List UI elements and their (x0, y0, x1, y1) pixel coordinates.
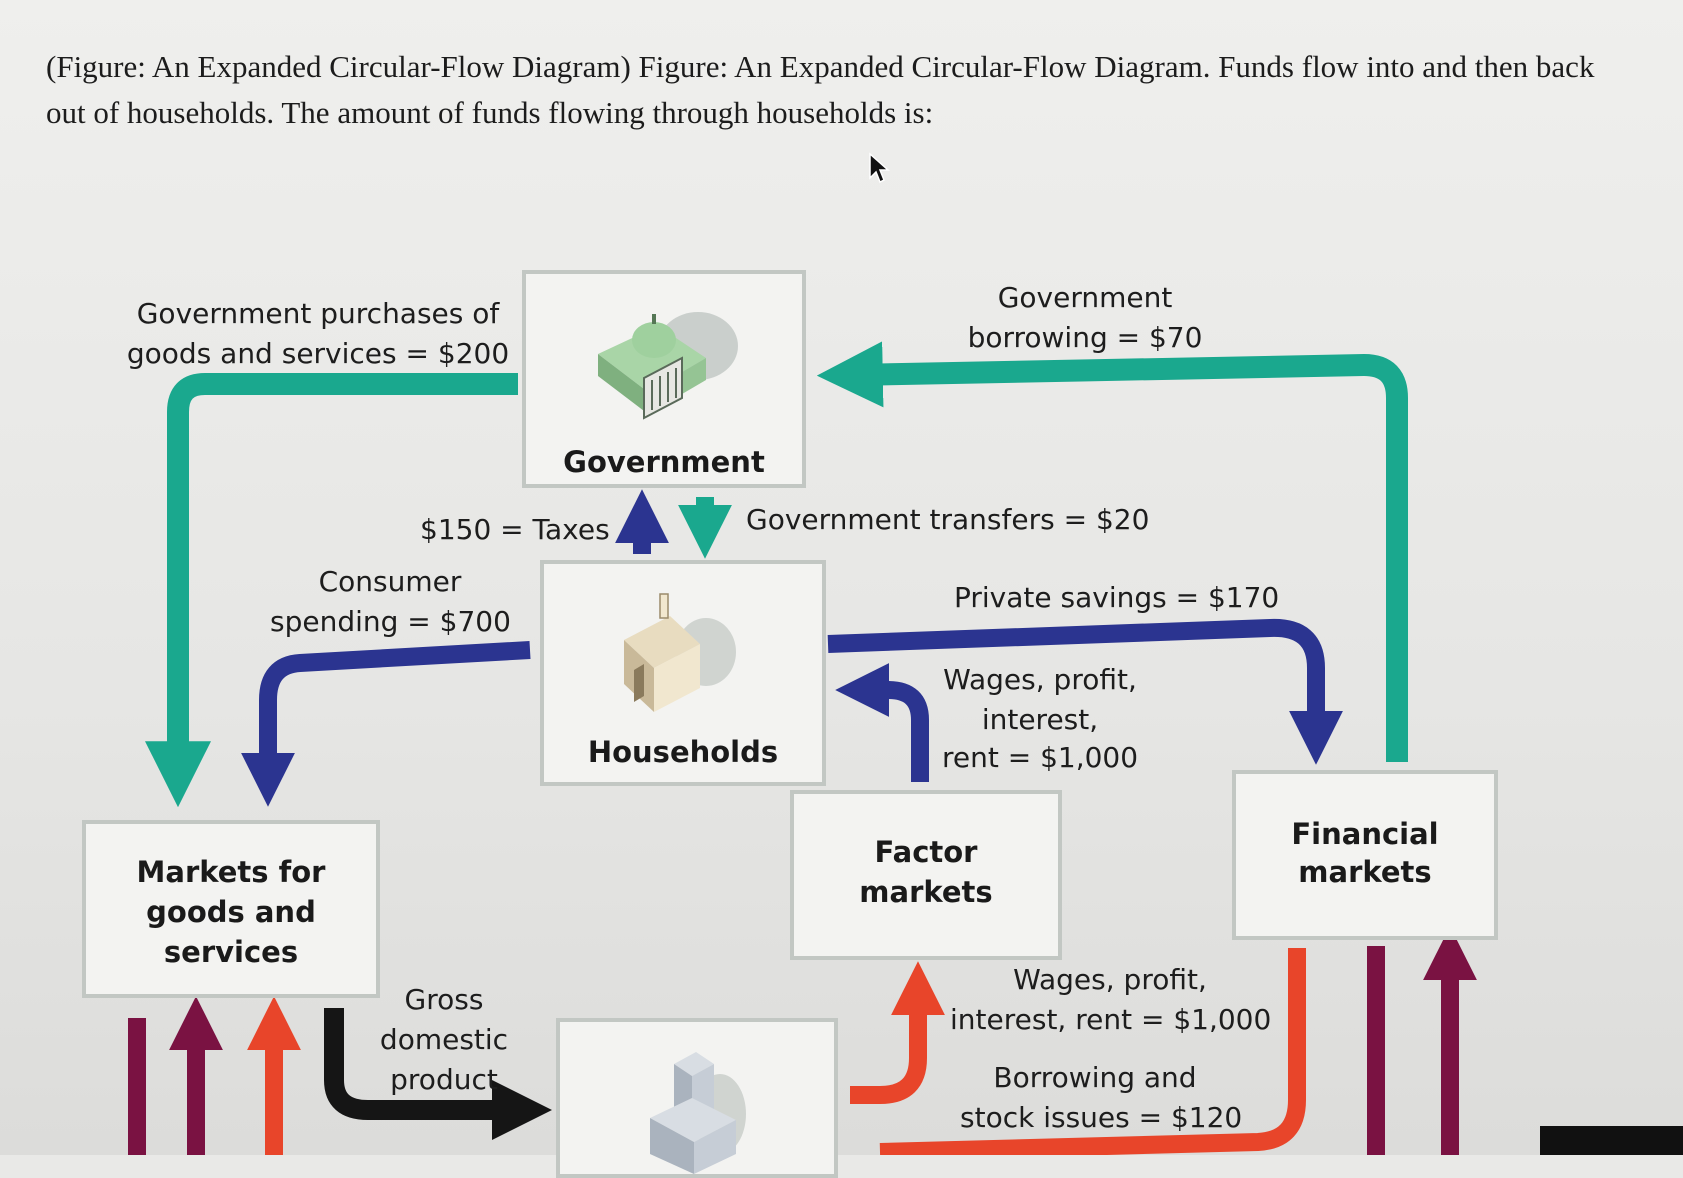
wages-top-arrow (835, 663, 929, 782)
consumer-spending-label-line2: spending = $700 (270, 605, 511, 638)
gov-purchases-arrow (145, 373, 518, 808)
government-building-icon (598, 312, 738, 420)
gov-borrowing-label-line1: Government (997, 281, 1173, 314)
consumer-spending-arrow (241, 641, 531, 807)
markets-goods-box: Markets for goods and services (82, 820, 380, 998)
financial-markets-box: Financial markets (1232, 770, 1498, 940)
markets-goods-label-line2: goods and (146, 895, 316, 929)
taxes-label: $150 = Taxes (420, 513, 610, 546)
wages-bottom-arrow (850, 961, 945, 1104)
factor-markets-label-line1: Factor (874, 835, 978, 869)
gov-borrowing-arrow (816, 341, 1408, 762)
private-savings-arrow (827, 618, 1343, 765)
wages-top-label-line3: rent = $1,000 (941, 741, 1139, 774)
households-box: Households (540, 560, 826, 786)
firms-box (556, 1018, 838, 1178)
wages-top-label-line2: interest, (981, 703, 1099, 736)
screen-edge (1540, 1126, 1683, 1155)
factor-markets-box: Factor markets (790, 790, 1062, 960)
gdp-label-line3: product (390, 1063, 498, 1096)
wages-bottom-label-line2: interest, rent = $1,000 (950, 1003, 1272, 1036)
borrowing-stock-label-line2: stock issues = $120 (960, 1101, 1243, 1134)
financial-markets-label-line2: markets (1298, 855, 1432, 889)
mouse-cursor-icon (869, 152, 890, 184)
wages-top-label-line1: Wages, profit, (943, 663, 1137, 696)
households-label: Households (587, 735, 779, 769)
transfers-label: Government transfers = $20 (746, 503, 1150, 536)
borrowing-stock-arrow (879, 948, 1306, 1155)
private-savings-label: Private savings = $170 (954, 581, 1280, 614)
financial-markets-label-line1: Financial (1291, 817, 1439, 851)
government-box: Government (522, 270, 806, 488)
gov-purchases-label-line1: Government purchases of (136, 297, 500, 330)
question-text: (Figure: An Expanded Circular-Flow Diagr… (46, 49, 1595, 130)
markets-goods-label-line3: services (163, 935, 299, 969)
markets-goods-label-line1: Markets for (136, 855, 326, 889)
wages-bottom-label-line1: Wages, profit, (1013, 963, 1207, 996)
factor-markets-label-line2: markets (859, 875, 993, 909)
gdp-label-line1: Gross (404, 983, 484, 1016)
consumer-spending-label-line1: Consumer (318, 565, 462, 598)
house-icon (624, 593, 736, 712)
government-label: Government (563, 445, 765, 479)
gdp-arrow (324, 1008, 553, 1140)
borrowing-stock-label-line1: Borrowing and (993, 1061, 1197, 1094)
gov-purchases-label-line2: goods and services = $200 (126, 337, 510, 370)
gov-borrowing-label-line2: borrowing = $70 (967, 321, 1203, 354)
gdp-label-line2: domestic (379, 1023, 509, 1056)
